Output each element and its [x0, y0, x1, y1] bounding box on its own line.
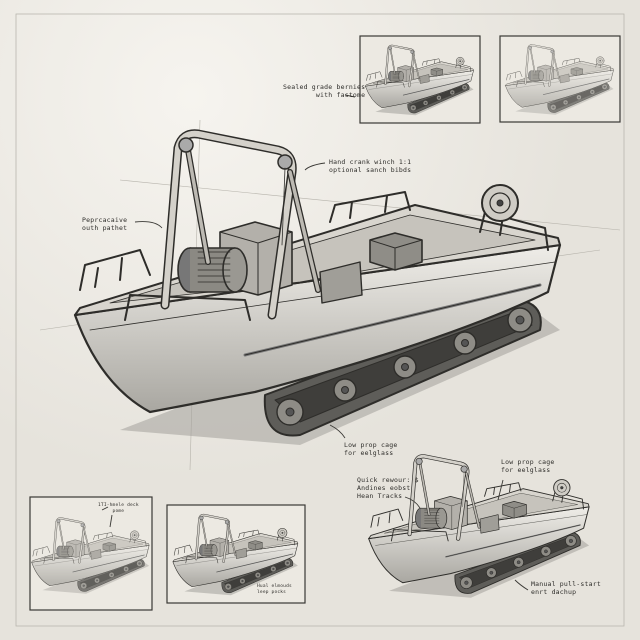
annotation-winch: Hand crank winch 1:1 optional sanch bibd… — [329, 158, 412, 174]
annotation-pathet: Peprcacaive outh pathet — [82, 216, 128, 232]
thumbnail-bottom-middle — [166, 504, 306, 604]
annotation-low-prop-cage-small: Low prop cage for eelglass — [501, 458, 555, 474]
annotation-deck: 1TI-hmele deck pome — [98, 503, 139, 514]
annotation-hual: Hual elmouds leep pocks — [257, 584, 292, 595]
thumbnail-top-left — [359, 35, 481, 124]
annotation-quick-tracks: Quick rewour: $ Andines eobst Hean Track… — [357, 476, 419, 500]
thumbnail-bottom-left — [29, 496, 153, 611]
annotation-pull-start: Manual pull-start enrt dachup — [531, 580, 601, 596]
sheet-border — [15, 13, 625, 627]
annotation-low-prop-cage-main: Low prop cage for eelglass — [344, 441, 398, 457]
thumbnail-top-right — [499, 35, 621, 123]
annotation-sealed: Sealed grade bernies with fastome — [283, 83, 366, 99]
leader-arrows — [101, 94, 529, 591]
